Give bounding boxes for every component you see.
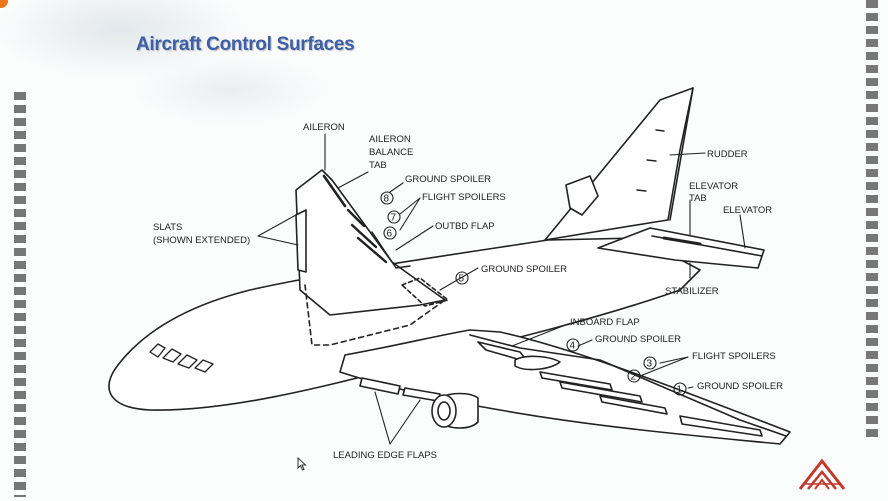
label-ground-spoiler-1: GROUND SPOILER [697,381,783,392]
label-leading-edge-flaps: LEADING EDGE FLAPS [333,450,437,461]
label-aileron-balance-tab-1: AILERON [369,134,411,145]
label-stabilizer: STABILIZER [665,286,719,297]
label-aileron: AILERON [303,122,345,133]
number-6: 6 [387,229,393,240]
label-slats-shown-extended: (SHOWN EXTENDED) [153,235,250,246]
spoiler-8-far [346,208,366,228]
cockpit-windows [149,343,214,373]
label-slats: SLATS [153,222,182,233]
number-1: 1 [677,385,683,396]
orange-dot-icon [0,0,8,8]
near-wing-trailing-line [469,334,787,437]
flight-spoiler-3 [539,371,613,391]
ground-spoiler-1 [599,395,668,415]
label-rudder: RUDDER [707,149,748,160]
leader-lines [257,133,746,445]
mountain-logo-icon [798,458,846,490]
label-aileron-balance-tab-3: TAB [369,160,387,171]
number-7: 7 [391,213,397,224]
number-2: 2 [631,372,637,383]
spoiler-7-far [350,223,378,249]
far-wing-dashed-root [304,284,446,346]
label-elevator: ELEVATOR [723,205,772,216]
label-elevator-tab-1: ELEVATOR [689,181,738,192]
label-ground-spoiler-4: GROUND SPOILER [595,334,681,345]
label-flight-spoilers-upper: FLIGHT SPOILERS [422,192,506,203]
number-circles [380,191,687,396]
left-stripe-decoration [14,92,26,497]
slide-title: Aircraft Control Surfaces [136,34,355,55]
number-8: 8 [384,194,390,205]
label-ground-spoiler-8: GROUND SPOILER [405,174,491,185]
elevator-tab-mark [662,236,702,246]
leading-edge-flap-1 [359,377,401,395]
horizontal-stabilizer [597,227,765,269]
label-aileron-balance-tab-2: BALANCE [369,147,413,158]
arrow-cursor-icon [297,457,307,471]
ground-spoiler-4 [514,355,561,371]
label-outbd-flap: OUTBD FLAP [435,221,495,232]
number-4: 4 [570,341,576,352]
far-wing-slat [295,209,307,273]
far-horizontal-stabilizer [565,175,599,216]
label-elevator-tab-2: TAB [689,193,707,204]
flight-spoiler-2 [559,381,643,403]
label-ground-spoiler-5: GROUND SPOILER [481,264,567,275]
label-inboard-flap: INBOARD FLAP [570,317,640,328]
near-aileron [679,415,763,437]
rudder-ticks [636,129,665,192]
aileron-far [322,174,347,208]
right-stripe-decoration [866,0,878,438]
outbd-flap-far [371,231,411,269]
number-3: 3 [647,359,653,370]
number-5: 5 [459,274,465,285]
label-flight-spoilers-lower: FLIGHT SPOILERS [692,351,776,362]
engine [431,392,479,429]
spoiler-6-far [356,236,388,264]
